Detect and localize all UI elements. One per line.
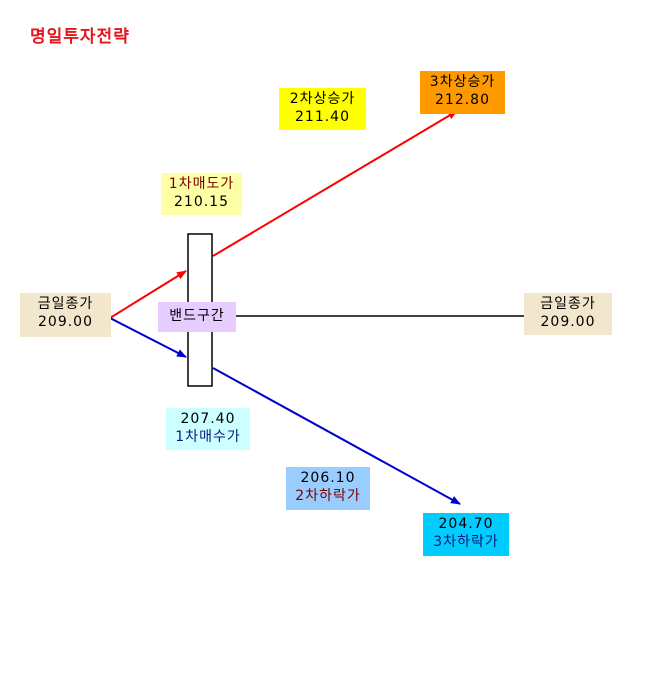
next-close-box: 금일종가 209.00 — [524, 293, 612, 335]
sell1-label: 1차매도가 — [168, 176, 235, 192]
today-close-value: 209.00 — [38, 314, 93, 330]
down2-value: 206.10 — [300, 470, 356, 486]
buy1-label: 1차매수가 — [175, 429, 241, 445]
sell1-box: 1차매도가 210.15 — [161, 173, 242, 215]
up2-value: 211.40 — [295, 109, 350, 125]
buy1-box: 207.40 1차매수가 — [166, 408, 250, 450]
up2-box: 2차상승가 211.40 — [279, 88, 366, 130]
up3-value: 212.80 — [435, 92, 490, 108]
today-close-label: 금일종가 — [37, 296, 94, 312]
buy1-value: 207.40 — [180, 411, 236, 427]
down-arrow-2 — [212, 367, 461, 505]
today-close-box: 금일종가 209.00 — [20, 293, 111, 337]
up-arrow-2 — [212, 110, 458, 257]
down3-label: 3차하락가 — [433, 534, 499, 550]
down3-value: 204.70 — [438, 516, 494, 532]
page-title: 명일투자전략 — [30, 27, 130, 47]
sell1-value: 210.15 — [174, 194, 229, 210]
next-close-label: 금일종가 — [540, 296, 596, 312]
up3-box: 3차상승가 212.80 — [420, 71, 505, 114]
band-label: 밴드구간 — [169, 308, 225, 324]
up-arrow-1 — [109, 270, 187, 319]
up2-label: 2차상승가 — [289, 91, 356, 107]
down3-box: 204.70 3차하락가 — [423, 513, 509, 556]
down-arrow-1 — [109, 317, 187, 358]
band-box: 밴드구간 — [158, 302, 236, 332]
down2-box: 206.10 2차하락가 — [286, 467, 370, 510]
up3-label: 3차상승가 — [429, 74, 496, 90]
next-close-value: 209.00 — [540, 314, 596, 330]
down2-label: 2차하락가 — [295, 488, 361, 504]
